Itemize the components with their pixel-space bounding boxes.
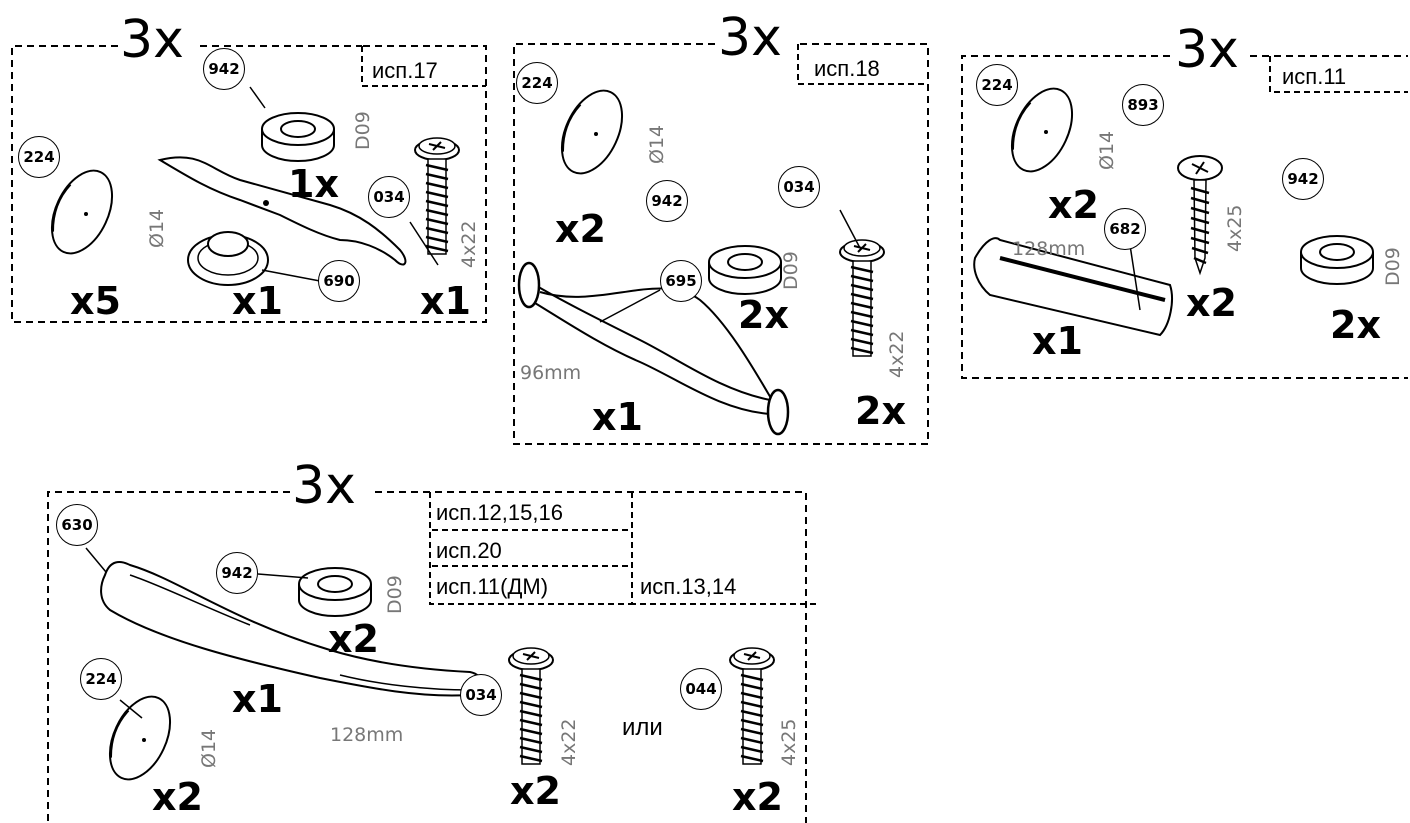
panel1-count: 3x <box>120 10 184 70</box>
panel3-893-dim: 4x25 <box>1224 204 1246 252</box>
panel1-942-dim: D09 <box>352 111 374 150</box>
panel2-part-034: 034 <box>778 166 820 208</box>
panel4-630-size: 128mm <box>330 724 404 746</box>
panel4-224-dim: Ø14 <box>198 728 220 768</box>
panel4-630-qty: x1 <box>232 677 283 721</box>
panel3-version: исп.11 <box>1282 64 1347 89</box>
panel3-part-893: 893 <box>1122 84 1164 126</box>
panel3-part-224: 224 <box>976 64 1018 106</box>
panel4-version-alt: исп.13,14 <box>640 574 737 599</box>
panel4-224-qty: x2 <box>152 775 203 819</box>
panel3-part-682: 682 <box>1104 208 1146 250</box>
panel4-part-044: 044 <box>680 668 722 710</box>
panel1-690-qty: x1 <box>232 279 283 323</box>
panel4-034-qty: x2 <box>510 769 561 813</box>
panel2-part-695: 695 <box>660 260 702 302</box>
panel3-224-dim: Ø14 <box>1096 130 1118 170</box>
panel1-942-qty: 1x <box>288 162 339 206</box>
panel1-part-942: 942 <box>203 48 245 90</box>
panel3-count: 3x <box>1175 20 1239 80</box>
panel3-682-size: 128mm <box>1012 238 1086 260</box>
panel2-942-qty: 2x <box>738 293 789 337</box>
panel4-044-dim: 4x25 <box>778 718 800 766</box>
panel1-part-224: 224 <box>18 136 60 178</box>
panel2-695-size: 96mm <box>520 362 582 384</box>
panel4-version-a: исп.12,15,16 <box>436 500 563 525</box>
panel4-version-b: исп.20 <box>436 538 502 563</box>
panel3-224-qty: x2 <box>1048 183 1099 227</box>
panel4-part-630: 630 <box>56 504 98 546</box>
panel1-034-qty: x1 <box>420 279 471 323</box>
panel2-695-qty: x1 <box>592 395 643 439</box>
panel2-part-942: 942 <box>646 180 688 222</box>
panel4-version-c: исп.11(ДМ) <box>436 574 549 599</box>
panel4-part-224: 224 <box>80 658 122 700</box>
panel4-942-qty: x2 <box>328 617 379 661</box>
panel4-034-dim: 4x22 <box>558 718 580 766</box>
panel4-part-942: 942 <box>216 552 258 594</box>
panel3-682-qty: x1 <box>1032 319 1083 363</box>
panel4-part-034: 034 <box>460 674 502 716</box>
panel2-034-qty: 2x <box>855 389 906 433</box>
panel1-034-dim: 4x22 <box>458 220 480 268</box>
panel1-224-qty: x5 <box>70 279 121 323</box>
panel3-942-qty: 2x <box>1330 303 1381 347</box>
panel3-893-qty: x2 <box>1186 281 1237 325</box>
panel2-942-dim: D09 <box>780 251 802 290</box>
panel3-part-942: 942 <box>1282 158 1324 200</box>
panel4-count: 3x <box>292 456 356 516</box>
panel2-224-qty: x2 <box>555 207 606 251</box>
panel4-044-qty: x2 <box>732 775 783 819</box>
panel2-version: исп.18 <box>814 56 880 81</box>
panel2-count: 3x <box>718 8 782 68</box>
panel2-034-dim: 4x22 <box>886 330 908 378</box>
panel1-part-034: 034 <box>368 176 410 218</box>
panel1-version: исп.17 <box>372 58 438 83</box>
panel2-224-dim: Ø14 <box>646 124 668 164</box>
panel3-942-dim: D09 <box>1382 247 1404 286</box>
panel2-part-224: 224 <box>516 62 558 104</box>
panel1-224-dim: Ø14 <box>146 208 168 248</box>
panel1-part-690: 690 <box>318 260 360 302</box>
panel4-or-label: или <box>622 714 663 741</box>
panel4-942-dim: D09 <box>384 575 406 614</box>
